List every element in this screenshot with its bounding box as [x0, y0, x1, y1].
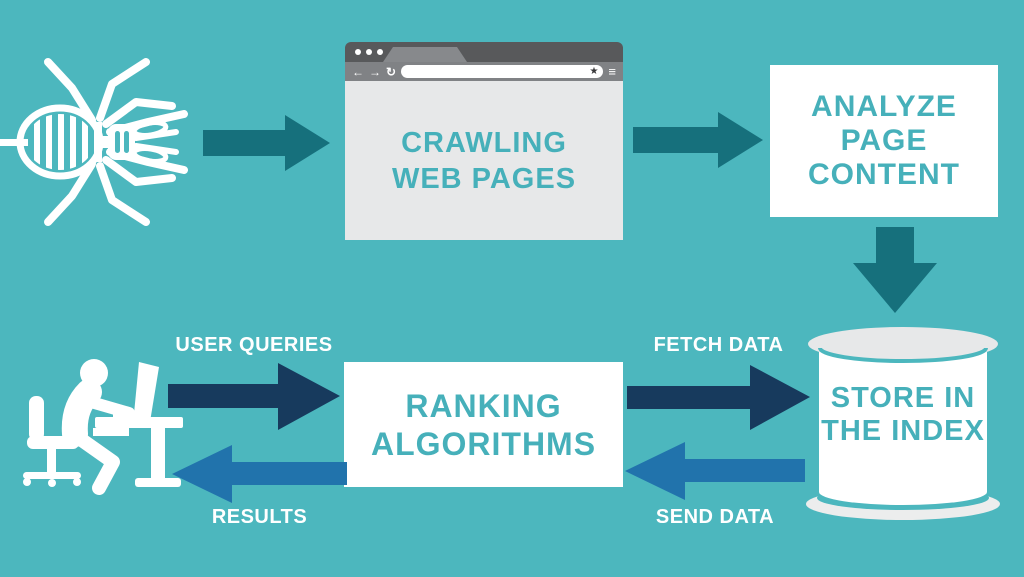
label-fetch-data: FETCH DATA: [653, 334, 784, 356]
node-label-line: PAGE: [840, 124, 928, 157]
browser-window: ← → ↻ ★ ≡ CRAWLING WEB PAGES: [345, 42, 623, 240]
browser-toolbar: ← → ↻ ★ ≡: [345, 62, 623, 81]
node-label-line: WEB PAGES: [391, 162, 577, 195]
forward-arrow-icon: →: [369, 64, 381, 79]
url-bar: ★: [401, 65, 604, 78]
browser-titlebar: [345, 42, 623, 62]
database-icon: [806, 327, 1000, 520]
menu-icon: ≡: [608, 64, 616, 79]
arrow-crawling-to-analyze: [633, 112, 763, 168]
person: [61, 359, 135, 495]
node-label-line: IN THE: [821, 382, 976, 447]
node-crawling-web-pages: CRAWLING WEB PAGES: [345, 81, 623, 240]
node-index-label: STORE IN THE INDEX: [806, 382, 1000, 448]
arrow-send-data: [625, 442, 805, 500]
node-label-line: CRAWLING: [401, 126, 567, 159]
refresh-icon: ↻: [386, 64, 397, 79]
arrow-results: [172, 445, 347, 503]
browser-tab: [383, 47, 467, 62]
spider-eye-right: [124, 131, 129, 153]
bookmark-star-icon: ★: [589, 65, 599, 77]
node-label-line: CONTENT: [808, 158, 960, 191]
monitor: [133, 362, 159, 428]
arrow-spider-to-crawling: [203, 115, 330, 171]
arrow-fetch-data: [627, 365, 810, 430]
arrow-user-queries: [168, 363, 340, 430]
label-user-queries: USER QUERIES: [175, 334, 333, 356]
node-ranking-algorithms: RANKING ALGORITHMS: [344, 362, 623, 487]
user-at-computer-icon: [23, 359, 183, 495]
back-arrow-icon: ←: [352, 64, 364, 79]
spider-thread: [0, 139, 28, 146]
node-store-in-the-index: STORE IN THE INDEX: [806, 326, 1000, 531]
label-send-data: SEND DATA: [655, 506, 775, 528]
node-label-line: STORE: [830, 382, 936, 414]
node-label-line: ANALYZE: [811, 90, 957, 123]
spider-fangs: [131, 120, 179, 164]
node-label-line: RANKING: [405, 387, 562, 424]
arrow-analyze-to-index: [853, 227, 937, 313]
spider-eye-left: [115, 131, 120, 153]
node-label-line: ALGORITHMS: [370, 425, 597, 462]
desk: [93, 362, 183, 487]
spider-stripes: [34, 114, 88, 170]
spider-icon: [0, 58, 188, 226]
window-control-dots-icon: [355, 49, 383, 55]
node-analyze-page-content: ANALYZE PAGE CONTENT: [770, 65, 998, 217]
node-label-line: INDEX: [891, 415, 985, 447]
label-results: RESULTS: [211, 506, 308, 528]
